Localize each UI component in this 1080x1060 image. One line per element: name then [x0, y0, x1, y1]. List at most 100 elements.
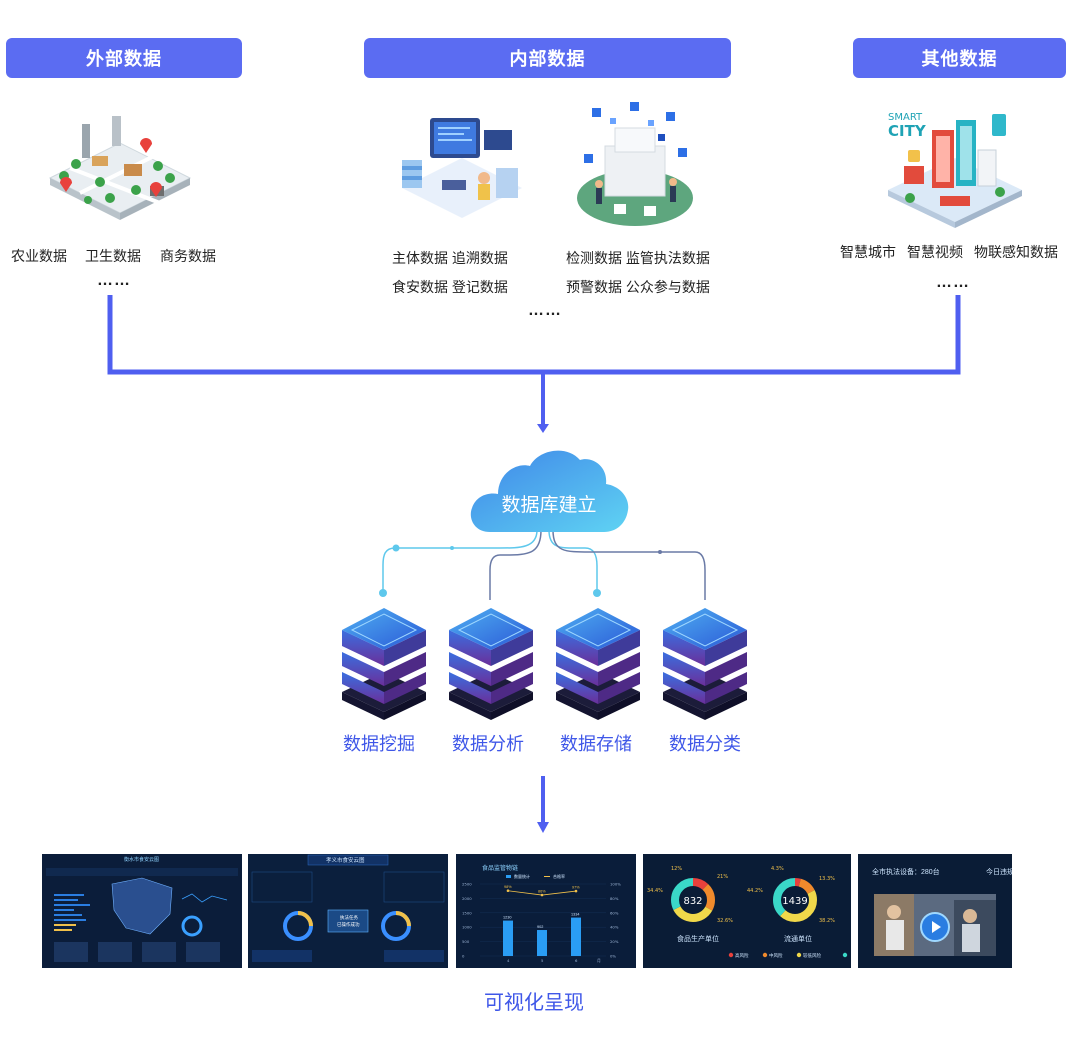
d2-pct-other: 38.2%	[819, 918, 835, 924]
commerce-data-label: 商务数据	[160, 248, 216, 264]
d2-pct-high: 4.3%	[771, 866, 784, 872]
bar	[537, 930, 547, 956]
d1-pct-low: 34.4%	[647, 888, 663, 894]
donut2-label: 流通单位	[784, 934, 812, 943]
dashboard-screenshot-5: 全市执法设备：280台 今日违规	[858, 854, 1012, 968]
d2-pct-mid: 13.3%	[819, 876, 835, 882]
workstation-illustration	[402, 118, 522, 218]
external-data-header: 外部数据	[6, 38, 242, 78]
video-play-button[interactable]	[920, 912, 950, 942]
donut-segment	[671, 878, 715, 922]
right-axis-tick: 40%	[610, 925, 619, 930]
internal-ellipsis: ……	[528, 302, 562, 319]
branch-node	[379, 589, 387, 597]
right-axis-tick: 80%	[610, 896, 619, 901]
other-data-header: 其他数据	[853, 38, 1066, 78]
town-map-illustration	[48, 116, 192, 220]
screen5-right: 今日违规	[986, 867, 1012, 876]
screen2-center-line2: 已操作成功	[337, 921, 360, 928]
donut-segment	[671, 878, 715, 922]
right-axis-tick: 20%	[610, 939, 619, 944]
right-axis-tick: 60%	[610, 910, 619, 915]
right-axis-tick: 100%	[610, 882, 621, 887]
dashboard-screenshot-1: 衡水市食安云图	[42, 854, 242, 968]
agriculture-data-label: 农业数据	[11, 248, 67, 264]
smart-city-illustration: SMART CITY	[888, 112, 1022, 228]
left-axis-tick: 2000	[462, 896, 472, 901]
branch-node	[593, 589, 601, 597]
service-data-mining: 数据挖掘	[343, 734, 415, 754]
cloud-label: 数据库建立	[501, 495, 597, 516]
bar-value-label: 902	[537, 925, 543, 929]
iot-data-label: 物联感知数据	[974, 244, 1058, 260]
donut-food-production	[671, 878, 715, 922]
data-cubes-illustration	[577, 102, 693, 226]
service-data-storage: 数据存储	[560, 734, 632, 754]
left-axis-tick: 1500	[462, 910, 472, 915]
rate-point	[574, 889, 578, 893]
play-icon	[932, 921, 941, 933]
rate-point	[506, 889, 510, 893]
donut1-center: 832	[683, 896, 702, 907]
down-arrow-head-1	[537, 424, 549, 433]
legend-dot-low	[796, 952, 802, 958]
donut-circulation	[773, 878, 817, 922]
other-ellipsis: ……	[936, 274, 970, 291]
internal-left-row-1: 主体数据 追溯数据	[392, 250, 508, 266]
legend-dot-other	[842, 952, 848, 958]
screen2-title: 孝义市食安云图	[326, 856, 365, 864]
smart-video-label: 智慧视频	[907, 244, 963, 260]
visualization-label: 可视化呈现	[484, 992, 584, 1014]
donut-segment	[773, 878, 817, 922]
dashboard-screenshot-4: 832 1439 食品生产单位 流通单位 12% 21% 34.4% 32.6%…	[643, 854, 851, 968]
left-axis-tick: 0	[462, 954, 465, 959]
screen5-title: 全市执法设备：280台	[872, 867, 940, 876]
branch-node	[392, 544, 400, 552]
rate-label: 98%	[504, 885, 512, 889]
external-ellipsis: ……	[97, 272, 131, 289]
branch-node	[658, 550, 662, 554]
rate-label: 97%	[572, 886, 580, 890]
bar-value-label: 1334	[571, 913, 579, 917]
donut1-label: 食品生产单位	[677, 934, 719, 943]
legend-mid: 中风险	[769, 952, 783, 959]
screen3-legend-count: 数量统计	[514, 873, 530, 879]
merge-line	[107, 295, 961, 375]
branch-node	[450, 546, 454, 550]
dashboard-screenshot-2: 孝义市食安云图 执法任务 已操作成功	[248, 854, 448, 968]
smart-city-label: 智慧城市	[840, 244, 896, 260]
rate-point	[540, 893, 544, 897]
legend-dot-high	[728, 952, 734, 958]
internal-left-row-2: 食安数据 登记数据	[392, 279, 508, 295]
rate-label: 86%	[538, 890, 546, 894]
bar	[503, 920, 513, 956]
d1-pct-mid: 21%	[717, 874, 728, 880]
x-axis-tick: 月	[597, 958, 601, 963]
internal-right-row-2: 预警数据 公众参与数据	[566, 279, 710, 295]
service-data-analysis: 数据分析	[452, 734, 524, 754]
legend-swatch-count	[506, 875, 511, 878]
screen3-title: 食品监管物链	[482, 864, 518, 872]
donut-segment	[773, 878, 817, 922]
donut-percent-labels: 12% 21% 34.4% 32.6% 4.3% 13.3% 44.2% 38.…	[647, 866, 835, 924]
cloud-shape	[470, 450, 629, 532]
branch-lines	[382, 529, 706, 600]
screen2-center-line1: 执法任务	[340, 914, 358, 921]
right-axis: 100%80%60%40%20%0%	[610, 882, 621, 959]
d1-pct-other: 32.6%	[717, 918, 733, 924]
d2-pct-low: 44.2%	[747, 888, 763, 894]
bar-value-label: 1230	[503, 916, 511, 920]
x-axis-tick: 6	[575, 958, 578, 963]
rate-line: 98% 86% 97%	[504, 885, 580, 897]
internal-data-header: 内部数据	[364, 38, 731, 78]
cloud-database	[470, 450, 629, 532]
screen3-legend-rate: 合格率	[553, 873, 565, 879]
server-stack	[342, 608, 426, 720]
left-axis-tick: 500	[462, 939, 470, 944]
down-arrow-head-2	[537, 822, 549, 833]
city-label: CITY	[888, 122, 927, 140]
